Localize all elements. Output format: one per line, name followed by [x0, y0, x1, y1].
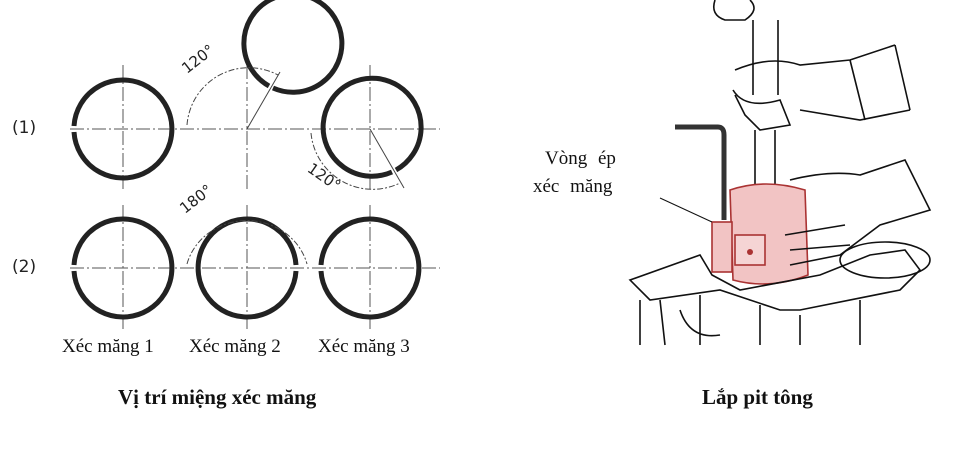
piston-ring-diagram	[70, 0, 440, 330]
angle-leader	[246, 71, 281, 130]
ring-2-row1	[241, 0, 345, 95]
angle-leader	[369, 128, 405, 189]
ring-2-row2	[195, 216, 299, 320]
angle-arc-120-top	[186, 67, 279, 126]
ring-label-2: Xéc măng 2	[189, 336, 281, 357]
ring-1-row1	[71, 77, 175, 181]
ring-label-1: Xéc măng 1	[62, 336, 154, 357]
lower-hand	[784, 159, 932, 266]
hammer-handle	[752, 20, 779, 95]
angle-arc-120-bottom	[310, 132, 401, 190]
row-label-1: (1)	[12, 118, 37, 138]
engine-block-top	[628, 249, 922, 311]
hammer-head	[712, 0, 755, 21]
clamp-bolt	[747, 249, 753, 255]
hex-key	[675, 124, 727, 220]
callout-line-2: xéc măng	[533, 176, 613, 197]
ring-1-row2	[71, 216, 175, 320]
piston-install-illustration	[628, 0, 932, 346]
left-caption: Vị trí miệng xéc măng	[118, 385, 317, 409]
callout-leader	[659, 197, 713, 223]
upper-sleeve	[849, 44, 911, 121]
cylinder-bore	[839, 241, 931, 279]
compressor-knob	[711, 221, 733, 273]
ring-compressor	[729, 183, 809, 285]
ring-3-row2	[318, 216, 422, 320]
ring-3-row1	[320, 75, 424, 179]
upper-hand	[732, 44, 911, 131]
right-caption: Lắp pit tông	[702, 385, 813, 409]
row-label-2: (2)	[12, 257, 37, 277]
callout-line-1: Vòng ép	[545, 148, 616, 169]
angle-arc-180	[186, 220, 308, 265]
ring-label-3: Xéc măng 3	[318, 336, 410, 357]
engine-block-body	[639, 295, 861, 346]
